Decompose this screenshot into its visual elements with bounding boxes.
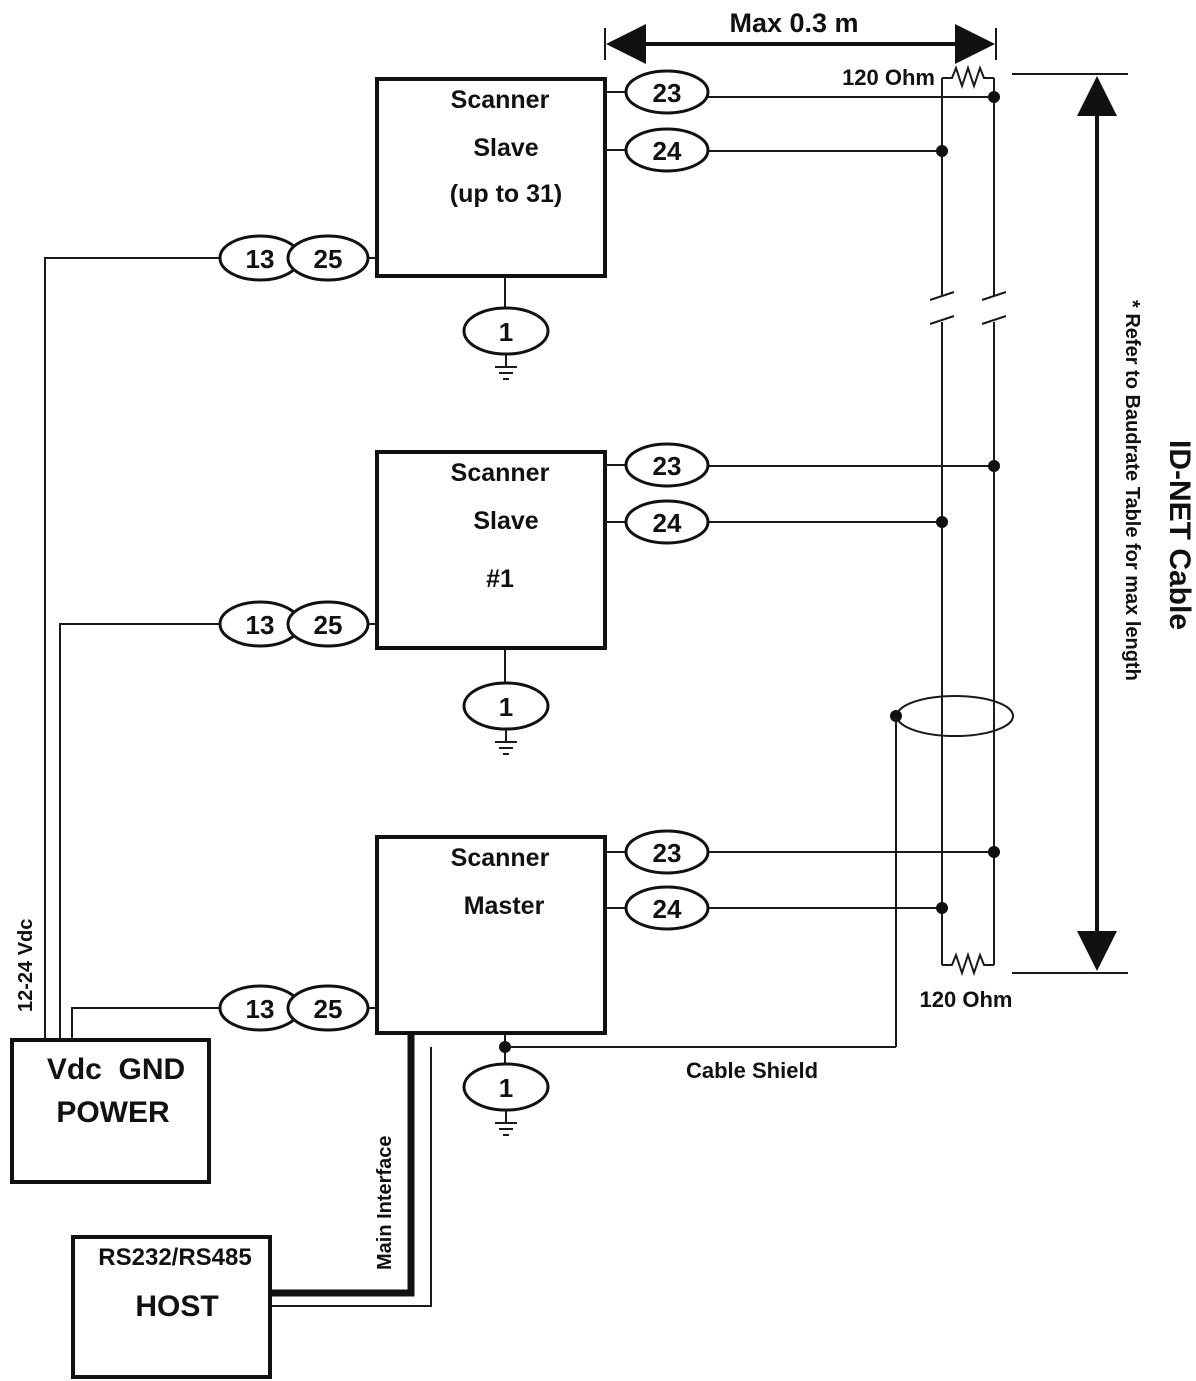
pin-25 [286,600,370,648]
pin-23-label: 23 [653,451,682,481]
baudrate-note: * Refer to Baudrate Table for max length [1121,300,1143,681]
pin-24 [624,499,710,545]
pin-13-label: 13 [246,610,275,640]
pin-1-label: 1 [499,692,513,722]
top-terminator-resistor: 120 Ohm [842,64,994,90]
power-terminals-label: Vdc GND [47,1053,185,1086]
pin-23 [624,69,710,115]
max-length-label: Max 0.3 m [729,8,858,38]
bus-line-24 [929,78,955,965]
pin-23 [624,829,710,875]
power-wires: 12-24 Vdc [15,257,220,1040]
scanner-slave-1: Scanner Slave #1 23 24 13 25 1 [218,442,1000,755]
ground-icon [495,1110,517,1136]
pin-23 [624,442,710,488]
id-net-cable-dimension: * Refer to Baudrate Table for max length… [1012,73,1196,974]
pin-24-label: 24 [653,894,682,924]
scanner-line3: #1 [486,565,514,593]
max-length-dimension: Max 0.3 m [604,8,997,64]
scanner-slave-up-to-31: Scanner Slave (up to 31) 23 24 13 25 1 [218,69,1000,380]
pin-25 [286,984,370,1032]
pin-1-label: 1 [499,1073,513,1103]
bus-line-23 [981,78,1007,965]
scanner-line2: Slave [473,507,538,535]
scanner-master: Scanner Master 23 24 13 25 1 [218,829,1000,1136]
pin-25-label: 25 [314,994,343,1024]
pin-24 [624,127,710,173]
main-interface-cable: Main Interface [270,1033,432,1307]
pin-24-label: 24 [653,508,682,538]
pin-24-label: 24 [653,136,682,166]
pin-24 [624,885,710,931]
host-box [71,1235,272,1379]
host-label: HOST [135,1290,218,1323]
power-label: POWER [56,1096,170,1129]
pin-23-label: 23 [653,78,682,108]
power-supply: Vdc GND POWER [10,1038,211,1184]
ground-icon [495,354,517,380]
scanner-line1: Scanner [451,459,550,487]
main-interface-label: Main Interface [374,1136,396,1270]
host: RS232/RS485 HOST [71,1235,272,1379]
scanner-line3: (up to 31) [450,180,563,208]
pin-13-label: 13 [246,244,275,274]
scanner-line2: Slave [473,134,538,162]
scanner-box [375,835,607,1035]
ground-icon [495,729,517,755]
scanner-line1: Scanner [451,86,550,114]
bottom-terminator-resistor: 120 Ohm [920,951,1013,1012]
scanner-box [375,77,607,278]
power-box [10,1038,211,1184]
id-net-cable-title: ID-NET Cable [1163,440,1196,630]
top-terminator-label: 120 Ohm [842,65,935,90]
voltage-label: 12-24 Vdc [15,919,37,1012]
cable-shield-label: Cable Shield [686,1058,818,1083]
pin-13-label: 13 [246,994,275,1024]
pin-25 [286,234,370,282]
bottom-terminator-label: 120 Ohm [920,987,1013,1012]
host-interface-type: RS232/RS485 [98,1244,251,1271]
scanner-line2: Master [464,892,545,920]
scanner-line1: Scanner [451,844,550,872]
pin-25-label: 25 [314,244,343,274]
pin-23-label: 23 [653,838,682,868]
cable-shield: Cable Shield [505,695,1014,1083]
pin-1-label: 1 [499,317,513,347]
scanner-box [375,450,607,650]
pin-25-label: 25 [314,610,343,640]
